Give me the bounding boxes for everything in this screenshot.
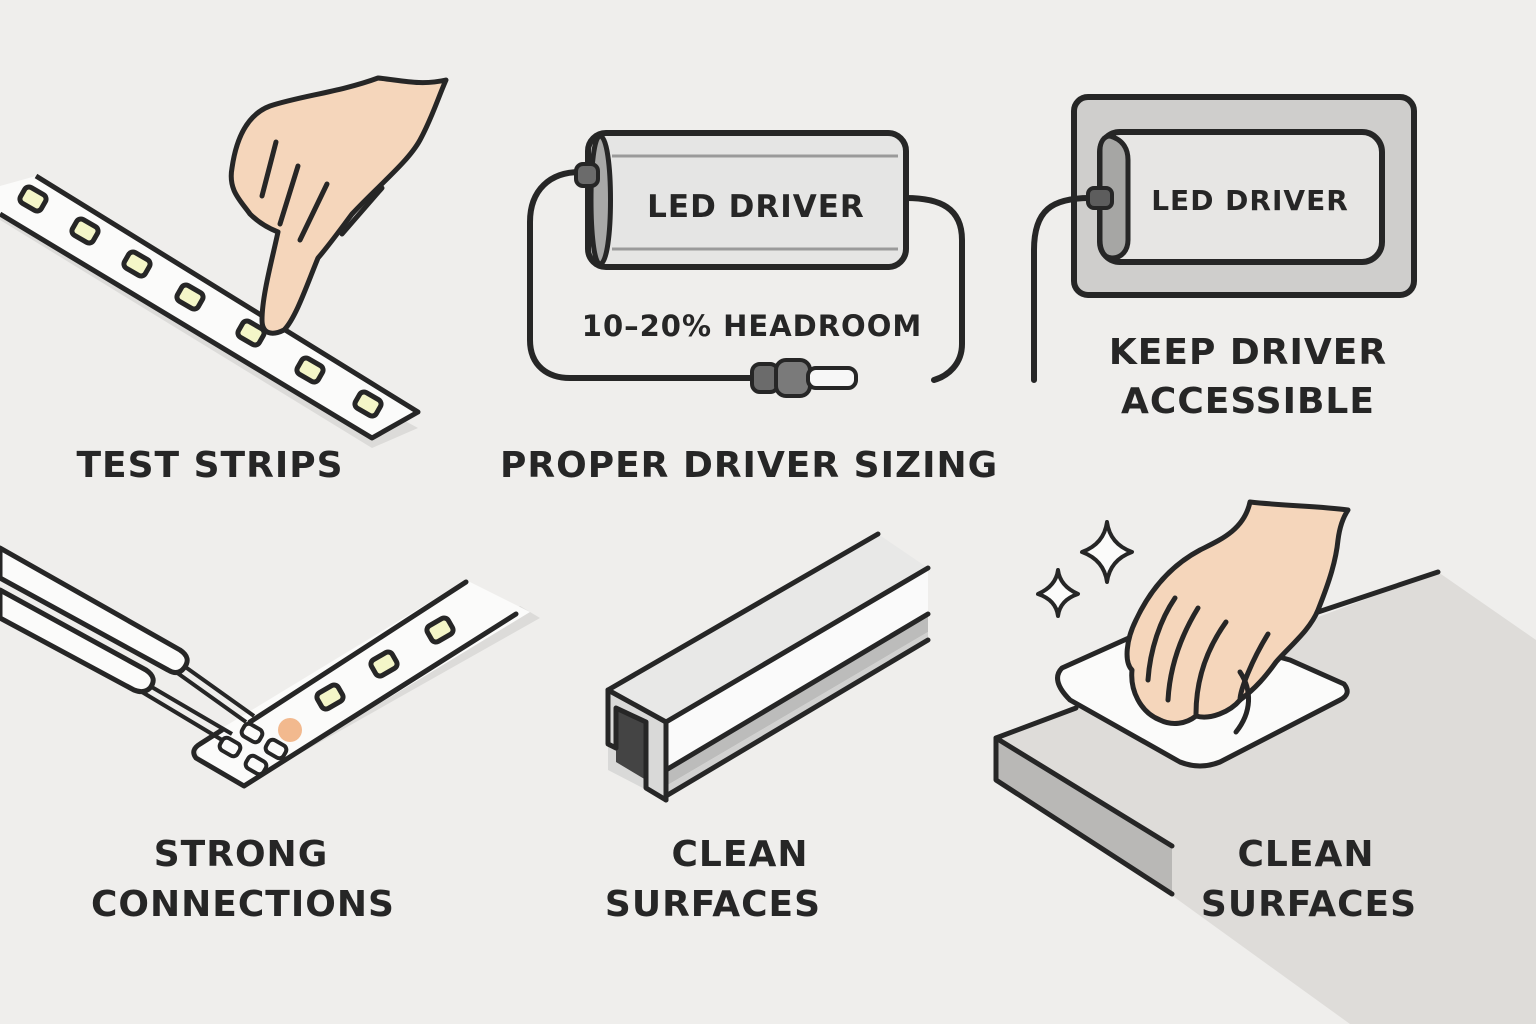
panel-title-line1: KEEP DRIVER xyxy=(1108,332,1388,373)
panel-title-line2: SURFACES xyxy=(1200,884,1418,925)
panel-title-line1: CLEAN xyxy=(671,834,809,875)
led-driver-in-housing-icon: LED DRIVER xyxy=(1031,94,1417,383)
panel-title-line2: CONNECTIONS xyxy=(91,884,395,925)
panel-title-line2: SURFACES xyxy=(604,884,822,925)
aluminum-channel-icon xyxy=(605,531,931,803)
panel-title-line1: CLEAN xyxy=(1237,834,1375,875)
hand-wiping-surface-icon xyxy=(993,499,1536,1024)
panel-proper-driver-sizing: LED DRIVER 10–20% HEADROOM PROPER DRIVER… xyxy=(500,0,1000,500)
led-driver-with-cable-icon: LED DRIVER 10–20% HEADROOM xyxy=(527,130,965,398)
panel-strong-connections: STRONG CONNECTIONS xyxy=(0,500,560,1024)
panel-title-line1: STRONG xyxy=(153,834,329,875)
panel-title: TEST STRIPS xyxy=(76,445,344,486)
panel-clean-surfaces-channel: CLEAN SURFACES xyxy=(560,500,990,1024)
hand-pointing-led-strip-icon xyxy=(0,75,449,448)
panel-title: PROPER DRIVER SIZING xyxy=(500,445,999,486)
panel-keep-driver-accessible: LED DRIVER KEEP DRIVER ACCESSIBLE xyxy=(1000,0,1536,500)
panel-test-strips: TEST STRIPS xyxy=(0,0,500,500)
panel-clean-surfaces-wipe: CLEAN SURFACES xyxy=(990,490,1536,1024)
headroom-annotation: 10–20% HEADROOM xyxy=(582,309,922,343)
panel-title-line2: ACCESSIBLE xyxy=(1121,381,1375,422)
driver-label: LED DRIVER xyxy=(1151,184,1349,217)
driver-label: LED DRIVER xyxy=(647,189,865,225)
wires-soldered-to-strip-icon xyxy=(0,545,540,789)
